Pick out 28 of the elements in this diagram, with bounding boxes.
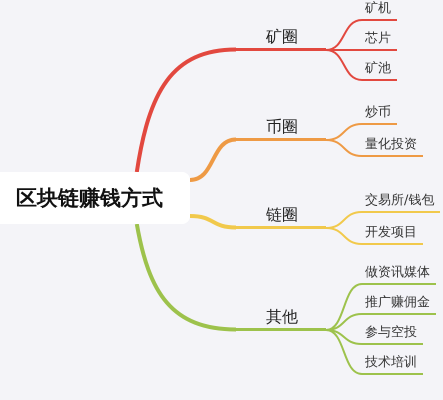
branch-line: [326, 139, 362, 157]
branch-line: [134, 48, 236, 172]
branch-line: [190, 214, 236, 230]
main-topic: 链圈: [236, 205, 326, 229]
subtopic: 开发项目: [362, 223, 423, 245]
main-topic: 币圈: [236, 117, 326, 141]
branch-line: [326, 329, 362, 345]
branch-line: [190, 138, 236, 182]
subtopic: 量化投资: [362, 135, 423, 157]
main-topic: 矿圈: [236, 27, 326, 51]
subtopic: 做资讯媒体: [362, 263, 436, 285]
subtopic: 炒币: [362, 103, 397, 125]
branch-line: [326, 283, 362, 331]
subtopic: 参与空投: [362, 323, 423, 345]
subtopic: 矿机: [362, 0, 397, 21]
central-topic-box: 区块链赚钱方式: [0, 172, 190, 224]
branch-line: [326, 19, 362, 51]
subtopic: 芯片: [362, 29, 397, 51]
subtopic: 推广赚佣金: [362, 293, 436, 315]
subtopic: 交易所/钱包: [362, 191, 440, 213]
branch-line: [134, 224, 236, 332]
main-topic: 其他: [236, 307, 326, 331]
branch-line: [326, 49, 362, 51]
subtopic: 技术培训: [362, 353, 423, 375]
subtopic: 矿池: [362, 59, 397, 81]
branch-line: [326, 329, 362, 375]
branch-line: [326, 227, 362, 245]
branch-line: [326, 49, 362, 81]
